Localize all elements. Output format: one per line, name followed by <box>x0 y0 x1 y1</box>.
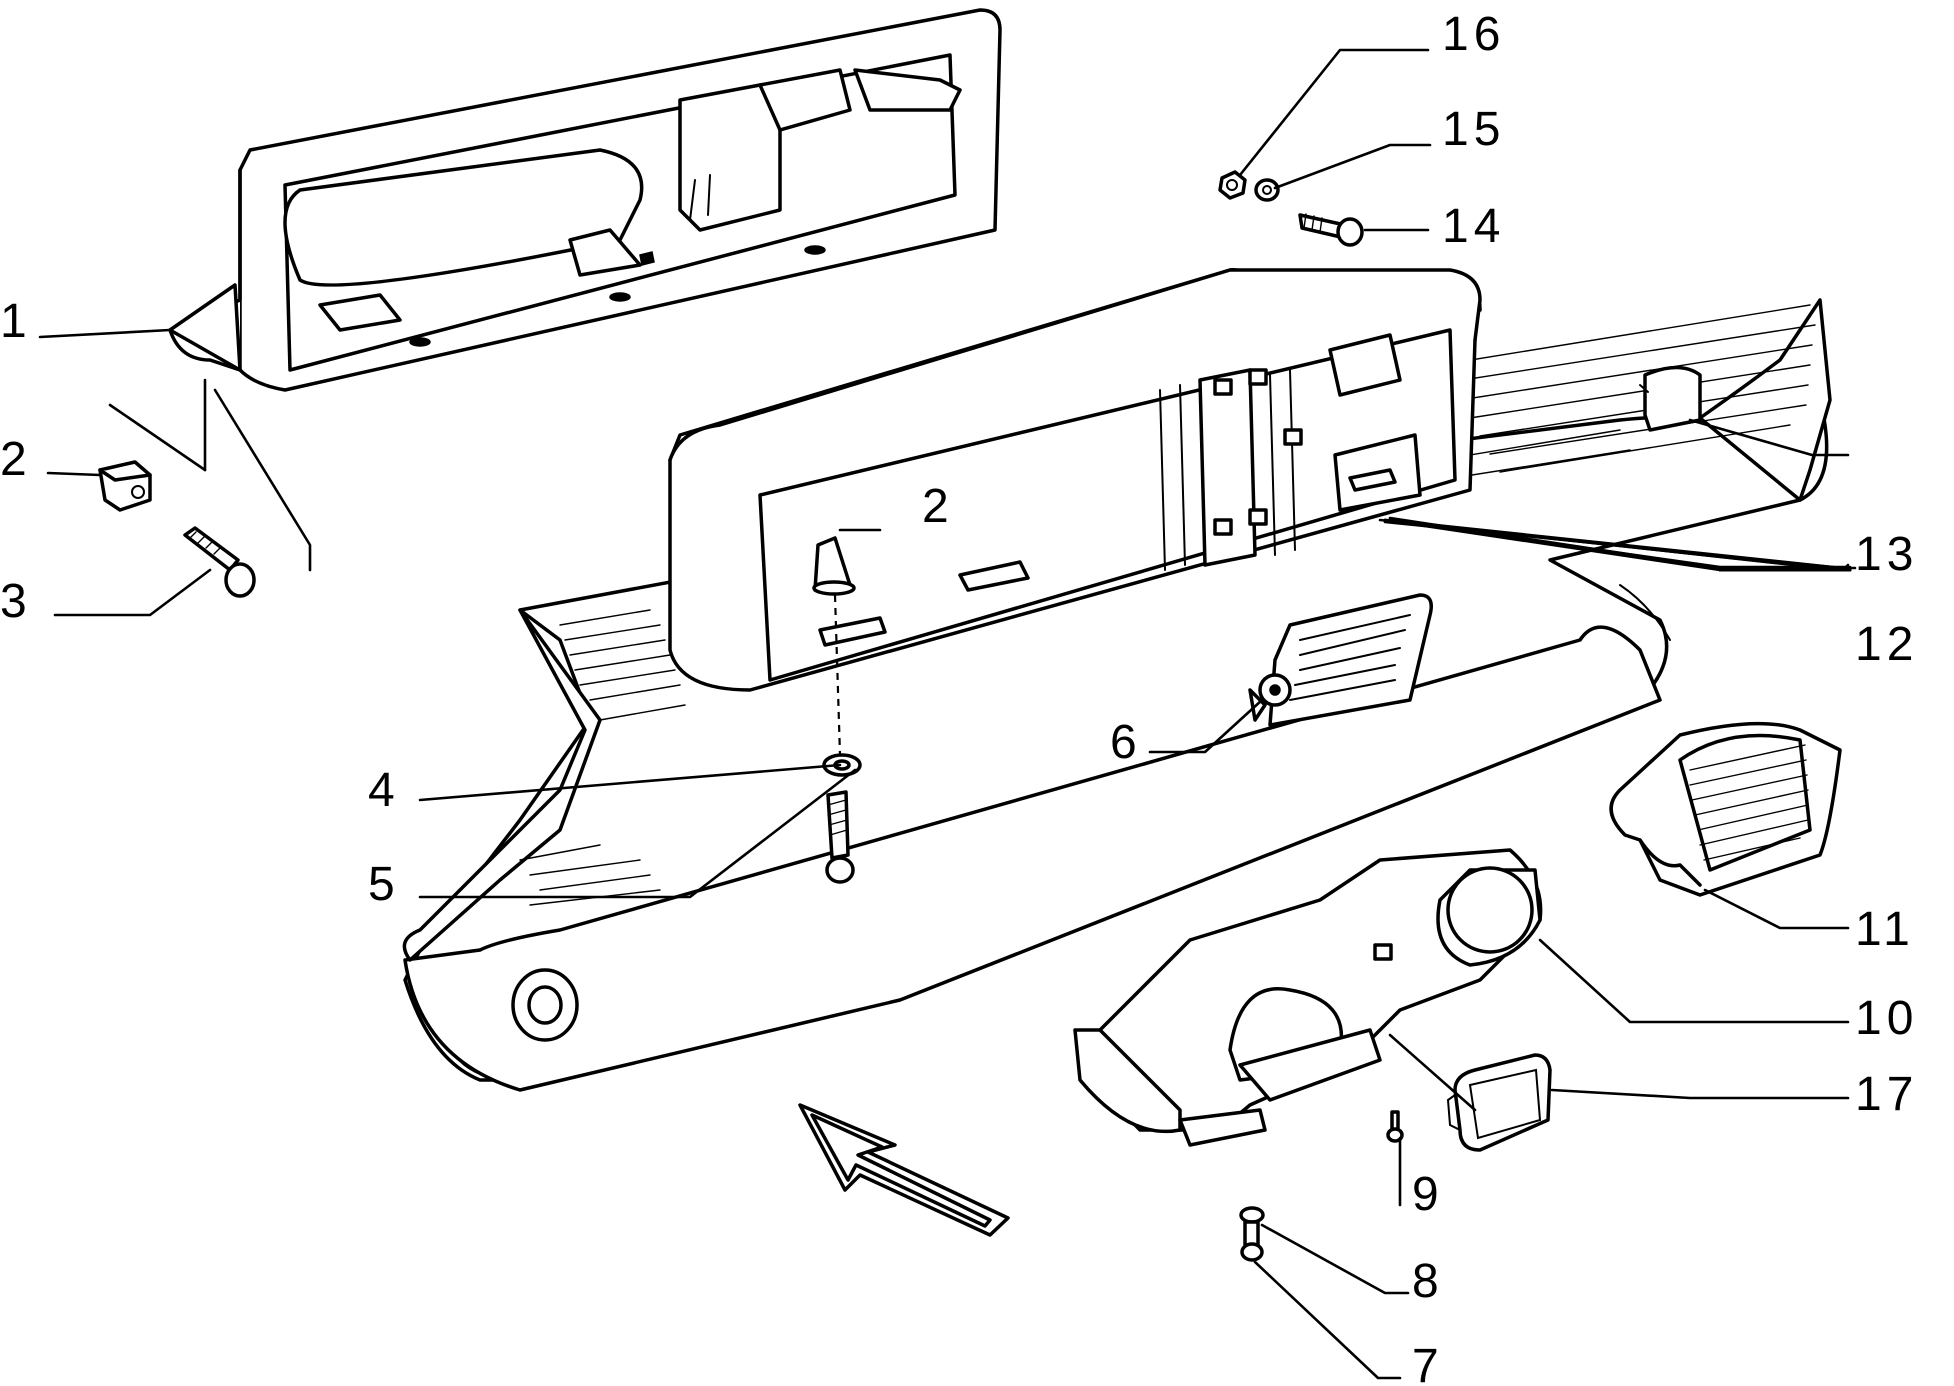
callout-12: 12 <box>1855 618 1918 671</box>
callout-1: 1 <box>0 295 32 348</box>
callout-2-center: 2 <box>922 480 954 533</box>
part-1-instrument-housing <box>168 8 1002 392</box>
callout-7: 7 <box>1412 1340 1444 1386</box>
part-4-washer <box>822 753 862 777</box>
callout-8: 8 <box>1412 1255 1444 1308</box>
callout-3: 3 <box>0 575 32 628</box>
callout-9: 9 <box>1412 1168 1444 1221</box>
part-10-steering-shroud <box>1073 848 1543 1147</box>
part-5-bolt <box>825 790 855 884</box>
callout-2-left: 2 <box>0 433 32 486</box>
callout-labels: 1 2 2 3 4 5 6 7 8 9 10 11 12 13 14 15 16… <box>0 8 1918 1386</box>
callout-5: 5 <box>368 858 400 911</box>
callout-10: 10 <box>1855 992 1918 1045</box>
part-7-screw <box>1240 1220 1264 1262</box>
part-12-instrument-bezel <box>668 268 1482 692</box>
callout-13: 13 <box>1855 528 1918 581</box>
callout-15: 15 <box>1442 103 1505 156</box>
assembly-lines <box>108 378 842 756</box>
part-15-spring-washer <box>1254 178 1280 202</box>
part-3-screw <box>183 526 256 598</box>
part-9-screw <box>1386 1110 1404 1143</box>
fasteners <box>98 170 1404 1262</box>
part-17-bezel <box>1446 1053 1552 1152</box>
part-14-bolt <box>1298 213 1364 247</box>
part-2-clip-left <box>98 460 152 512</box>
callout-14: 14 <box>1442 200 1505 253</box>
part-2-clip-center <box>812 536 856 596</box>
callout-4: 4 <box>368 764 400 817</box>
part-13-cap <box>1639 365 1702 432</box>
callout-11: 11 <box>1855 903 1915 956</box>
callout-16: 16 <box>1442 8 1505 61</box>
part-11-handle-cover <box>1609 721 1842 897</box>
part-16-nut <box>1218 170 1247 200</box>
callout-6: 6 <box>1110 716 1142 769</box>
part-8-washer <box>1239 1206 1265 1224</box>
leader-lines <box>38 48 1857 1380</box>
callout-17: 17 <box>1855 1068 1918 1121</box>
direction-arrow <box>798 1103 1010 1237</box>
